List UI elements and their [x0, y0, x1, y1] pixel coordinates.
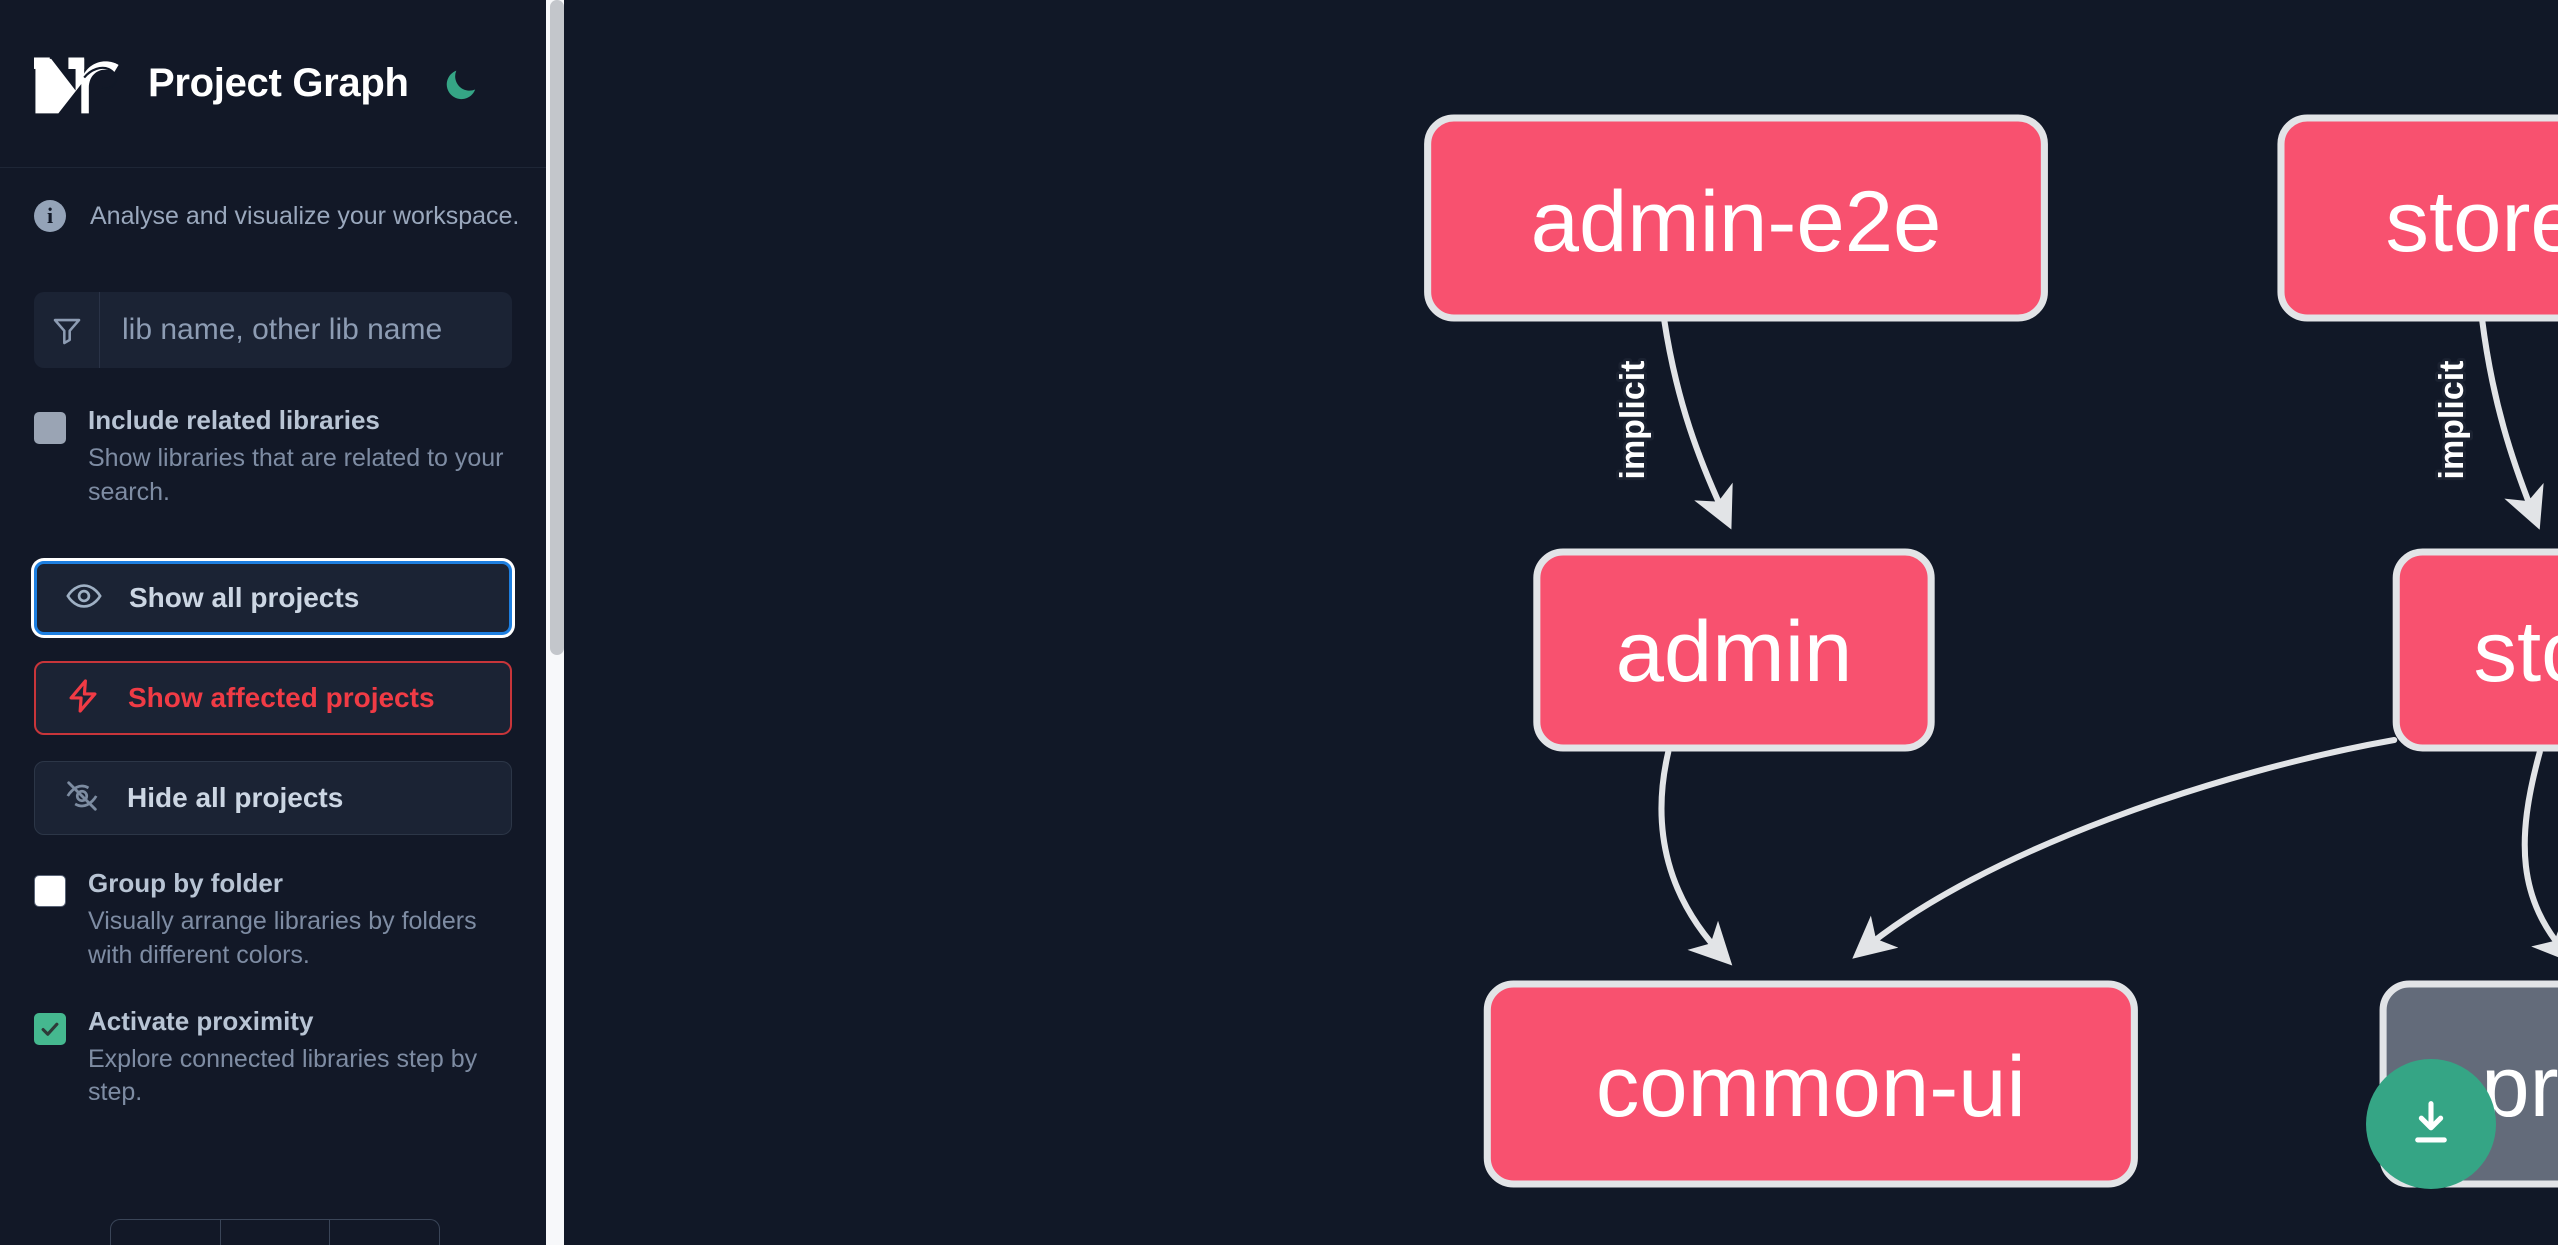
show-all-projects-button[interactable]: Show all projects	[34, 561, 512, 636]
group-by-folder-label: Group by folder	[88, 868, 283, 899]
app-title: Project Graph	[148, 61, 409, 105]
segment-value[interactable]	[221, 1220, 331, 1245]
tagline-row: i Analyse and visualize your workspace.	[0, 168, 546, 232]
visibility-button-group: Show all projects Show affected projects	[34, 561, 512, 836]
nx-logo-icon	[34, 53, 120, 115]
option-include-related-libraries[interactable]: Include related libraries Show libraries…	[0, 405, 546, 509]
node-shape[interactable]	[1483, 980, 2138, 1188]
node-label: common-ui	[1596, 1039, 2026, 1134]
graph-node-common-ui[interactable]: common-ui	[1483, 980, 2138, 1188]
option-activate-proximity[interactable]: Activate proximity Explore connected lib…	[0, 1005, 546, 1110]
segment-decrease[interactable]	[111, 1220, 221, 1245]
lightning-bolt-icon	[64, 677, 102, 720]
project-graph-svg: implicit implicit	[1424, 114, 2558, 1188]
include-related-libraries-label: Include related libraries	[88, 405, 380, 435]
node-label: admin	[1616, 604, 1853, 699]
download-icon	[2402, 1094, 2460, 1155]
edge-admin-e2e-to-admin: implicit	[1611, 317, 1733, 530]
hide-all-projects-label: Hide all projects	[127, 782, 344, 814]
eye-off-icon	[63, 777, 101, 820]
edge-path	[1658, 749, 1733, 966]
proximity-step-segmented-control[interactable]	[110, 1219, 440, 1245]
search-input[interactable]	[100, 292, 512, 368]
include-related-libraries-checkbox[interactable]	[34, 412, 66, 444]
node-label: store	[2473, 604, 2558, 699]
graph-edges: implicit implicit	[1611, 317, 2558, 966]
show-affected-projects-label: Show affected projects	[128, 682, 435, 714]
group-by-folder-description: Visually arrange libraries by folders wi…	[88, 907, 477, 970]
edge-path	[1661, 317, 1733, 530]
checkmark-icon	[41, 1022, 59, 1036]
moon-icon[interactable]	[439, 62, 483, 106]
show-all-projects-label: Show all projects	[129, 582, 360, 614]
info-icon: i	[34, 200, 66, 232]
download-graph-button[interactable]	[2366, 1059, 2496, 1189]
edge-store-e2e-to-store: implicit	[2430, 317, 2544, 530]
node-shape[interactable]	[1424, 114, 2048, 322]
node-label: store-e2e	[2385, 174, 2558, 269]
graph-node-admin[interactable]: admin	[1533, 548, 1935, 752]
tagline-text: Analyse and visualize your workspace.	[90, 201, 520, 230]
node-shape[interactable]	[2277, 114, 2558, 322]
search-box[interactable]	[34, 292, 512, 368]
activate-proximity-checkbox[interactable]	[34, 1012, 66, 1045]
sidebar-scrollbar-thumb[interactable]	[550, 0, 564, 655]
sidebar-header: Project Graph	[0, 0, 546, 168]
eye-icon	[65, 577, 103, 620]
hide-all-projects-button[interactable]: Hide all projects	[34, 761, 512, 836]
edge-label-implicit-store: implicit	[2433, 361, 2471, 480]
option-group-by-folder[interactable]: Group by folder Visually arrange librari…	[0, 868, 546, 972]
edge-path	[1852, 737, 2398, 959]
edge-label-implicit-admin: implicit	[1614, 361, 1652, 480]
node-shape[interactable]	[2392, 548, 2558, 752]
node-shape[interactable]	[1533, 548, 1935, 752]
edge-admin-to-common-ui	[1658, 749, 1733, 966]
graph-node-admin-e2e[interactable]: admin-e2e	[1424, 114, 2048, 322]
graph-canvas[interactable]: implicit implicit	[546, 0, 2558, 1245]
include-related-libraries-description: Show libraries that are related to your …	[88, 443, 504, 506]
edge-store-to-products	[2521, 749, 2558, 964]
node-label: admin-e2e	[1531, 174, 1942, 269]
filter-icon	[34, 292, 100, 368]
edge-store-to-common-ui	[1852, 737, 2398, 959]
activate-proximity-description: Explore connected libraries step by step…	[88, 1044, 478, 1107]
graph-node-store-e2e[interactable]: store-e2e	[2277, 114, 2558, 322]
activate-proximity-label: Activate proximity	[88, 1005, 314, 1036]
sidebar: Project Graph i Analyse and visualize yo…	[0, 0, 546, 1245]
edge-path	[2521, 749, 2558, 964]
graph-nodes: admin-e2e store-e2e admin store common-u	[1424, 114, 2558, 1188]
sidebar-scrollbar-track[interactable]	[546, 0, 564, 1245]
segment-increase[interactable]	[330, 1220, 439, 1245]
show-affected-projects-button[interactable]: Show affected projects	[34, 661, 512, 736]
graph-node-store[interactable]: store	[2392, 548, 2558, 752]
edge-path	[2479, 317, 2544, 530]
group-by-folder-checkbox[interactable]	[34, 875, 66, 908]
